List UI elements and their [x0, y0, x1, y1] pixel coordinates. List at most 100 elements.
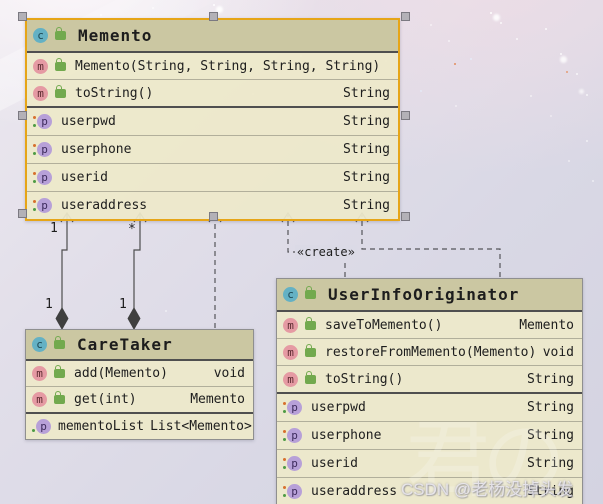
edge-dependency-caretaker-memento[interactable]: [208, 211, 222, 328]
method-row[interactable]: m toString() String: [277, 366, 582, 392]
member-label: restoreFromMemento(Memento): [325, 344, 537, 360]
lock-icon: [55, 84, 66, 98]
fields-section: p userpwd String p userphone String p us…: [277, 392, 582, 504]
selection-handle[interactable]: [401, 111, 410, 120]
member-label: toString(): [325, 371, 404, 387]
member-label: userphone: [61, 142, 132, 157]
member-label: add(Memento): [74, 366, 168, 381]
edge-composition-caretaker-memento-1[interactable]: [55, 211, 74, 330]
methods-section: m add(Memento) void m get(int) Memento: [26, 361, 253, 412]
method-icon: m: [33, 85, 48, 101]
field-icon: p: [33, 114, 52, 129]
methods-section: m Memento(String, String, String, String…: [27, 53, 398, 106]
field-icon: p: [32, 419, 51, 434]
class-header[interactable]: c Memento: [27, 20, 398, 53]
lock-icon: [305, 370, 316, 384]
selection-handle[interactable]: [209, 12, 218, 21]
class-userinfooriginator[interactable]: c UserInfoOriginator m saveToMemento() M…: [276, 278, 583, 504]
method-row[interactable]: m toString() String: [27, 80, 398, 106]
member-type: String: [343, 114, 390, 129]
member-type: String: [343, 198, 390, 213]
multiplicity-label: 1: [119, 297, 127, 312]
class-title: CareTaker: [77, 335, 173, 354]
class-memento[interactable]: c Memento m Memento(String, String, Stri…: [25, 18, 400, 221]
method-icon: m: [283, 344, 298, 360]
field-icon: p: [33, 198, 52, 213]
member-label: useraddress: [311, 484, 398, 499]
field-row[interactable]: p mementoList List<Memento>: [26, 414, 253, 439]
member-label: userid: [61, 170, 108, 185]
lock-icon: [54, 365, 65, 378]
member-type: String: [527, 371, 574, 387]
selection-handle[interactable]: [18, 209, 27, 218]
method-row[interactable]: m add(Memento) void: [26, 361, 253, 387]
field-row[interactable]: p userpwd String: [27, 108, 398, 136]
class-caretaker[interactable]: c CareTaker m add(Memento) void m get(in…: [25, 329, 254, 440]
member-label: userphone: [311, 428, 382, 443]
selection-handle[interactable]: [401, 212, 410, 221]
multiplicity-label: *: [128, 222, 136, 237]
field-row[interactable]: p userpwd String: [277, 394, 582, 422]
lock-icon: [54, 391, 65, 404]
class-title: UserInfoOriginator: [328, 285, 520, 304]
selection-handle[interactable]: [209, 212, 218, 221]
method-icon: m: [32, 392, 47, 407]
method-icon: m: [283, 371, 298, 387]
lock-icon: [55, 27, 66, 40]
member-label: userid: [311, 456, 358, 471]
selection-handle[interactable]: [18, 12, 27, 21]
class-title: Memento: [78, 26, 153, 45]
composition-diamond-icon: [55, 307, 69, 330]
method-row[interactable]: m saveToMemento() Memento: [277, 312, 582, 339]
member-type: String: [343, 170, 390, 185]
lock-icon: [54, 336, 65, 349]
member-label: saveToMemento(): [325, 317, 443, 333]
fields-section: p mementoList List<Memento>: [26, 412, 253, 439]
lock-icon: [305, 286, 316, 299]
field-row[interactable]: p useraddress String: [277, 478, 582, 504]
field-icon: p: [283, 484, 302, 499]
field-row[interactable]: p userphone String: [277, 422, 582, 450]
class-icon: c: [32, 337, 47, 352]
class-icon: c: [283, 287, 298, 302]
multiplicity-label: 1: [50, 221, 58, 236]
composition-diamond-icon: [127, 307, 141, 330]
selection-handle[interactable]: [18, 111, 27, 120]
method-row[interactable]: m Memento(String, String, String, String…: [27, 53, 398, 80]
class-header[interactable]: c CareTaker: [26, 330, 253, 361]
field-row[interactable]: p userphone String: [27, 136, 398, 164]
member-label: useraddress: [61, 198, 148, 213]
class-icon: c: [33, 28, 48, 43]
fields-section: p userpwd String p userphone String p us…: [27, 106, 398, 219]
field-icon: p: [283, 400, 302, 415]
member-type: List<Memento>: [150, 419, 252, 434]
methods-section: m saveToMemento() Memento m restoreFromM…: [277, 312, 582, 392]
class-header[interactable]: c UserInfoOriginator: [277, 279, 582, 312]
method-row[interactable]: m get(int) Memento: [26, 387, 253, 412]
member-type: void: [542, 344, 574, 360]
selection-handle[interactable]: [401, 12, 410, 21]
member-label: toString(): [75, 85, 154, 101]
method-icon: m: [33, 58, 48, 74]
field-row[interactable]: p userid String: [27, 164, 398, 192]
edge-dependency-originator-memento[interactable]: [355, 211, 501, 277]
lock-icon: [305, 343, 316, 357]
member-type: String: [343, 85, 390, 101]
field-row[interactable]: p useraddress String: [27, 192, 398, 219]
member-type: String: [527, 484, 574, 499]
member-type: String: [527, 456, 574, 471]
lock-icon: [55, 57, 66, 71]
member-label: get(int): [74, 392, 137, 407]
method-row[interactable]: m restoreFromMemento(Memento) void: [277, 339, 582, 366]
field-icon: p: [283, 456, 302, 471]
field-icon: p: [33, 142, 52, 157]
member-label: userpwd: [311, 400, 366, 415]
member-label: Memento(String, String, String, String): [75, 58, 381, 74]
member-type: String: [527, 400, 574, 415]
member-type: String: [343, 142, 390, 157]
field-row[interactable]: p userid String: [277, 450, 582, 478]
lock-icon: [305, 316, 316, 330]
member-label: userpwd: [61, 114, 116, 129]
method-icon: m: [283, 317, 298, 333]
